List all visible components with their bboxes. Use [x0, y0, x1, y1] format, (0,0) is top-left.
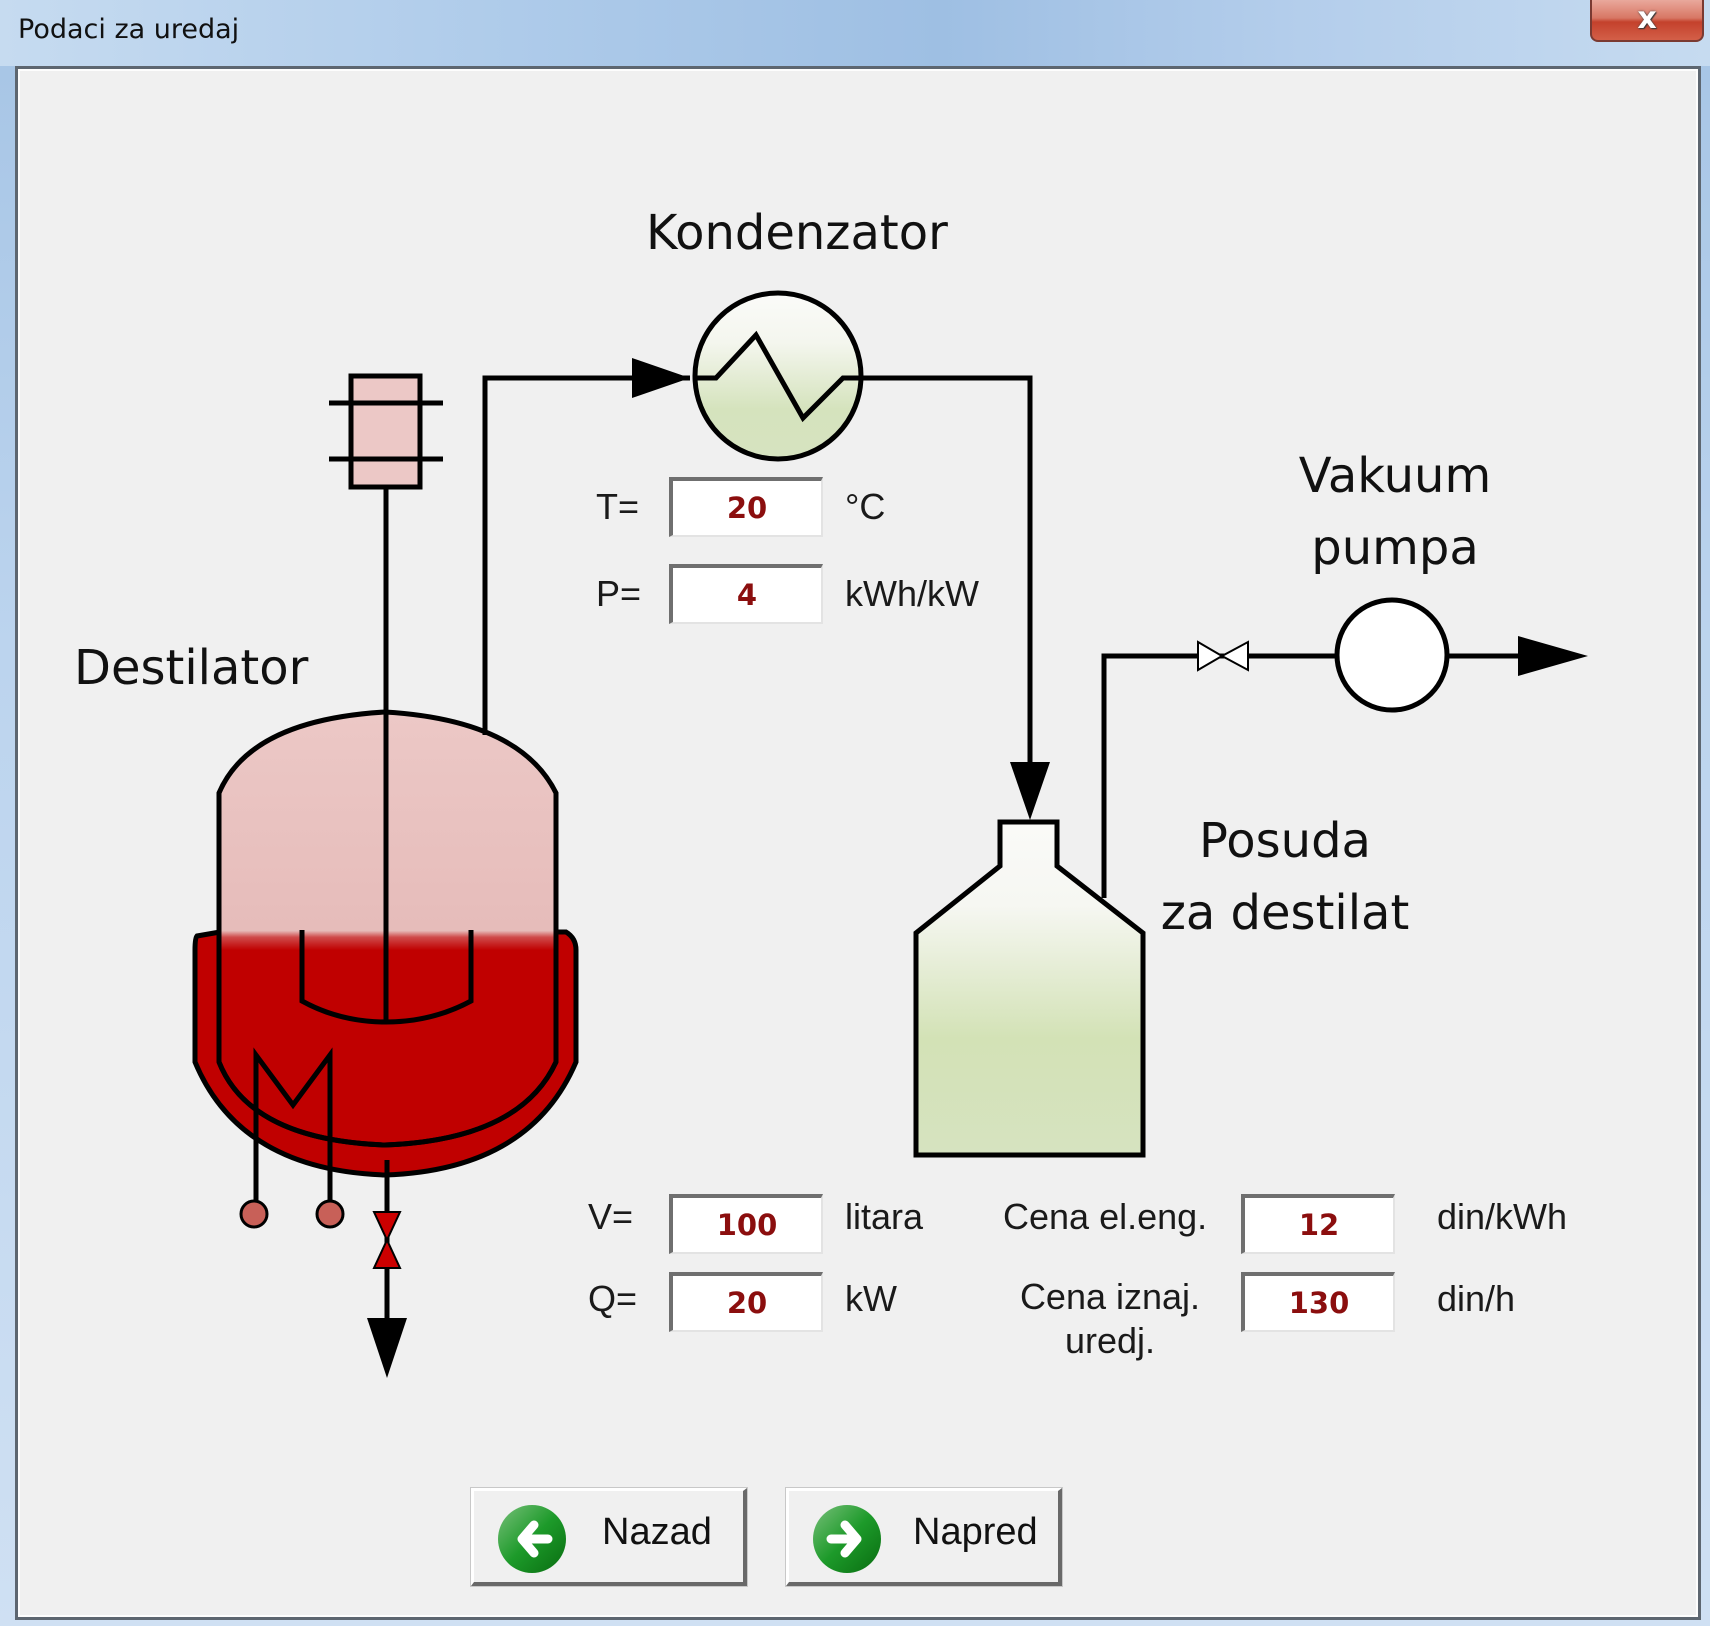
- kondenzator-label: Kondenzator: [646, 205, 948, 261]
- rental-price-label: Cena iznaj. uredj.: [990, 1275, 1230, 1363]
- next-button[interactable]: Napred: [785, 1487, 1063, 1587]
- rental-price-label-line2: uredj.: [1064, 1320, 1156, 1361]
- motor-box: [348, 373, 423, 490]
- rental-price-input[interactable]: [1241, 1272, 1395, 1332]
- kondenzator: [692, 290, 864, 462]
- vacuum-pipe: [1101, 653, 1337, 898]
- heater-coil: [253, 1047, 333, 1212]
- vakuum-pumpa-label-line2: pumpa: [1311, 520, 1479, 576]
- v-unit: litara: [845, 1196, 924, 1237]
- drain-line: [367, 1160, 407, 1378]
- volume-input[interactable]: [669, 1194, 823, 1254]
- receiver-vessel: [913, 819, 1146, 1158]
- client-inner-border: [18, 69, 1698, 1617]
- condensate-arrow: [1010, 762, 1050, 820]
- posuda-label: Posuda za destilat: [1130, 805, 1440, 949]
- title-bar[interactable]: Podaci za uredaj: [0, 0, 1710, 66]
- posuda-label-line2: za destilat: [1160, 885, 1410, 941]
- temperature-input[interactable]: [669, 477, 823, 537]
- power-input[interactable]: [669, 564, 823, 624]
- back-button[interactable]: Nazad: [470, 1487, 748, 1587]
- rental-price-unit: din/h: [1437, 1278, 1516, 1319]
- vacuum-pump: [1334, 597, 1450, 713]
- q-unit: kW: [845, 1278, 897, 1319]
- q-label: Q=: [588, 1278, 638, 1319]
- posuda-za-destilat: [913, 819, 1146, 1158]
- exhaust-arrow: [1518, 636, 1588, 676]
- electricity-price-label: Cena el.eng.: [1003, 1196, 1208, 1237]
- window-title: Podaci za uredaj: [18, 14, 240, 45]
- condensate-line: [862, 375, 1050, 820]
- t-unit: °C: [845, 486, 886, 527]
- vapor-line: [482, 358, 690, 735]
- drain-valve-top: [372, 1211, 402, 1243]
- back-button-label: Nazad: [602, 1511, 712, 1553]
- condenser-coil: [695, 330, 862, 423]
- next-button-label: Napred: [913, 1511, 1038, 1553]
- vapor-arrow: [632, 358, 690, 398]
- v-label: V=: [588, 1196, 634, 1237]
- heater-terminal-left: [239, 1199, 269, 1229]
- reactor-bottom-wall: [216, 1060, 559, 1148]
- vacuum-valve-right: [1219, 640, 1249, 672]
- agitator-motor: [329, 373, 443, 490]
- electricity-price-input[interactable]: [1241, 1194, 1395, 1254]
- heater-terminal-right: [315, 1199, 345, 1229]
- electricity-price-unit: din/kWh: [1437, 1196, 1568, 1237]
- posuda-label-line1: Posuda: [1199, 813, 1371, 869]
- close-icon: x: [1637, 1, 1657, 36]
- destilator-vessel: [192, 487, 579, 1229]
- p-unit: kWh/kW: [845, 573, 979, 614]
- drain-arrow: [367, 1318, 407, 1378]
- vakuum-pumpa-label: Vakuum pumpa: [1250, 440, 1540, 584]
- arrow-left-icon: [498, 1505, 566, 1573]
- close-button[interactable]: x: [1590, 0, 1704, 42]
- drain-valve-bottom: [372, 1237, 402, 1269]
- heat-input[interactable]: [669, 1272, 823, 1332]
- vacuum-valve-left: [1197, 640, 1224, 672]
- anchor-impeller: [299, 930, 474, 1025]
- rental-price-label-line1: Cena iznaj.: [1019, 1276, 1201, 1317]
- p-label: P=: [596, 573, 642, 614]
- t-label: T=: [596, 486, 640, 527]
- vacuum-line: [1101, 597, 1588, 898]
- vapor-pipe: [482, 375, 690, 735]
- arrow-right-icon: [813, 1505, 881, 1573]
- destilator-label: Destilator: [74, 640, 309, 696]
- condensate-pipe: [862, 375, 1033, 770]
- vakuum-pumpa-label-line1: Vakuum: [1298, 448, 1492, 504]
